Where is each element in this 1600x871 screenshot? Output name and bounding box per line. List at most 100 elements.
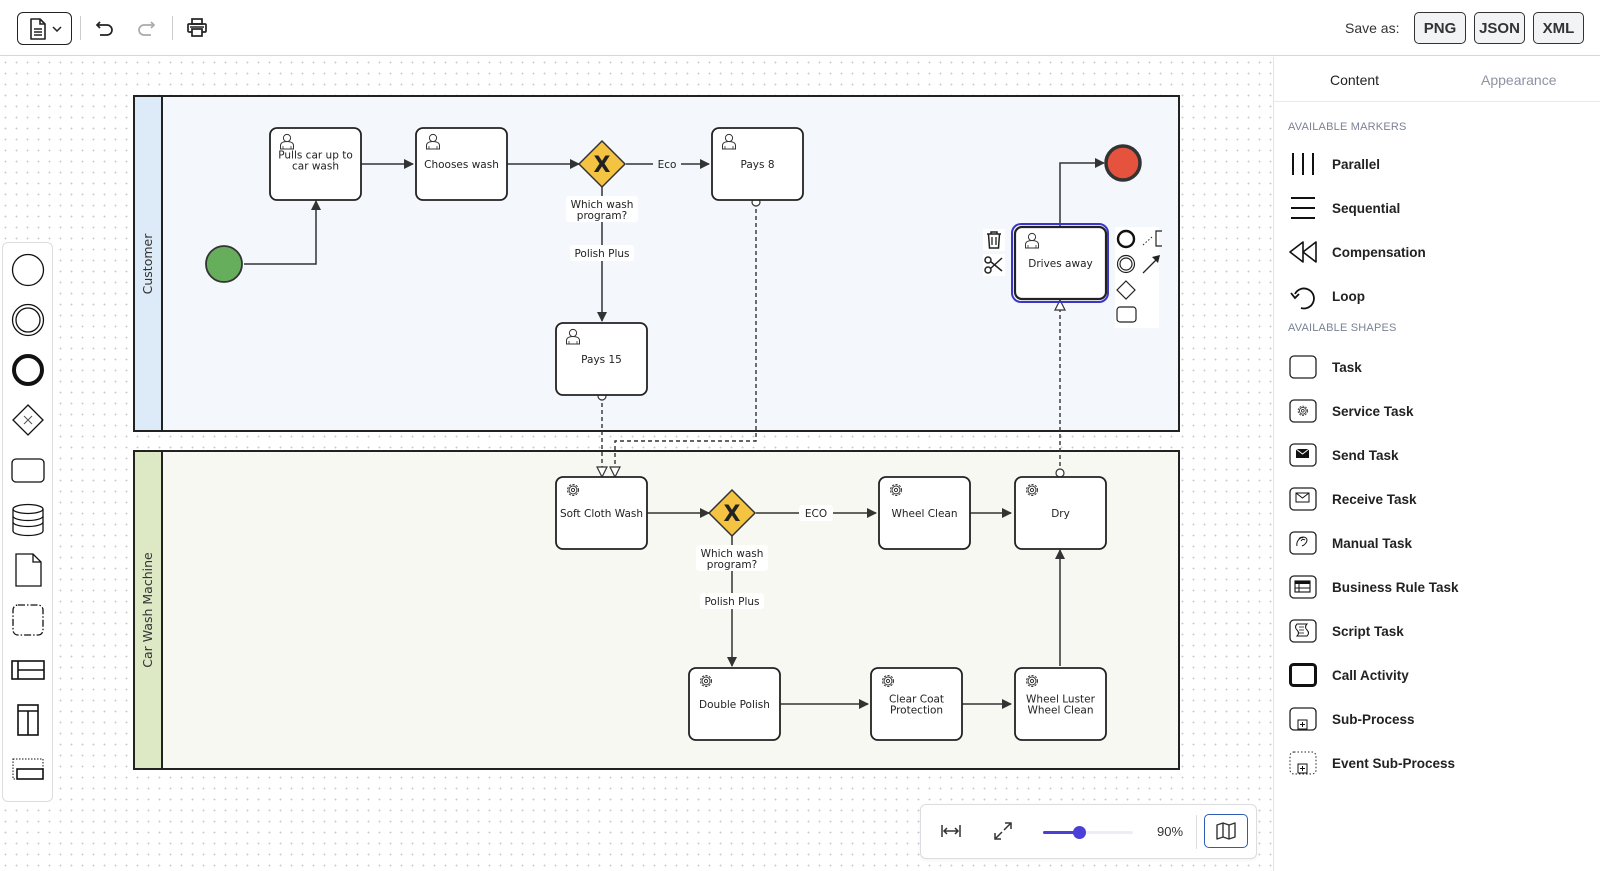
markers-section-title: AVAILABLE MARKERS [1288, 121, 1407, 133]
marker-sequential[interactable]: Sequential [1288, 193, 1400, 223]
diagram-canvas[interactable]: Customer Car Wash Machine [0, 57, 1273, 871]
append-end-event-button[interactable] [1116, 229, 1136, 249]
event-sub-process-icon [1289, 751, 1317, 775]
save-png-button[interactable]: PNG [1414, 12, 1466, 44]
gateway-label: program? [707, 559, 757, 571]
tool-lane[interactable] [9, 751, 47, 789]
undo-button[interactable] [92, 15, 118, 41]
marker-compensation[interactable]: Compensation [1288, 237, 1426, 267]
shape-label: Script Task [1332, 623, 1404, 639]
end-event[interactable] [1104, 144, 1142, 182]
task-label: Double Polish [699, 699, 770, 711]
task-wheelclean[interactable]: Wheel Clean [878, 476, 971, 550]
gateway-label: program? [577, 210, 627, 222]
tool-gateway[interactable] [9, 401, 47, 439]
shape-script-task[interactable]: Script Task [1288, 616, 1404, 646]
shape-send-task[interactable]: Send Task [1288, 440, 1399, 470]
task-doublepolish[interactable]: Double Polish [688, 667, 781, 741]
zoom-slider[interactable] [1043, 826, 1133, 839]
shape-label: Receive Task [1332, 491, 1417, 507]
task-label: Wheel Clean [891, 508, 957, 520]
tool-group[interactable] [9, 601, 47, 639]
scissors-icon [984, 256, 1003, 274]
shape-sub-process[interactable]: Sub-Process [1288, 704, 1415, 734]
task-pays8[interactable]: Pays 8 [711, 127, 804, 201]
sequence-flow[interactable] [244, 200, 321, 265]
shape-task[interactable]: Task [1288, 352, 1362, 382]
data-store-icon [12, 503, 44, 537]
zoom-slider-handle[interactable] [1073, 826, 1086, 839]
file-menu-button[interactable] [17, 12, 72, 45]
gateway-label: Which wash [571, 199, 634, 211]
cut-button[interactable] [983, 254, 1005, 276]
tool-end-event[interactable] [9, 351, 47, 389]
toolbar-divider [172, 16, 173, 40]
manual-task-icon [1289, 531, 1317, 555]
sub-process-icon [1289, 707, 1317, 731]
append-intermediate-event-button[interactable] [1116, 254, 1136, 274]
append-gateway-button[interactable] [1116, 280, 1136, 300]
tool-start-event[interactable] [9, 251, 47, 289]
exclusive-gateway[interactable]: X Which wash program? [696, 488, 768, 571]
redo-button[interactable] [133, 15, 159, 41]
shape-call-activity[interactable]: Call Activity [1288, 660, 1409, 690]
fit-width-button[interactable] [938, 820, 964, 842]
task-softcloth[interactable]: Soft Cloth Wash [555, 476, 648, 550]
task-label: Clear Coat [889, 694, 944, 706]
shape-receive-task[interactable]: Receive Task [1288, 484, 1417, 514]
marker-loop[interactable]: Loop [1288, 281, 1365, 311]
tool-data-store[interactable] [9, 501, 47, 539]
panel-tabs: Content Appearance [1274, 57, 1600, 102]
connect-button[interactable] [1142, 255, 1160, 274]
tool-intermediate-event[interactable] [9, 301, 47, 339]
shape-label: Task [1332, 359, 1362, 375]
text-annotation-button[interactable] [1142, 230, 1162, 247]
delete-button[interactable] [983, 229, 1005, 251]
task-label: Pays 15 [581, 354, 622, 366]
shape-business-rule-task[interactable]: Business Rule Task [1288, 572, 1459, 602]
fullscreen-button[interactable] [991, 819, 1015, 843]
shape-manual-task[interactable]: Manual Task [1288, 528, 1412, 558]
save-xml-button[interactable]: XML [1533, 12, 1584, 44]
task-drives[interactable]: Drives away [1013, 225, 1108, 301]
horizontal-pool-icon [11, 660, 45, 680]
append-task-button[interactable] [1116, 306, 1137, 323]
shape-event-sub-process[interactable]: Event Sub-Process [1288, 748, 1455, 778]
compensation-marker-icon [1289, 241, 1317, 263]
marker-label: Compensation [1332, 244, 1426, 260]
marker-label: Sequential [1332, 200, 1401, 216]
task-label: Drives away [1028, 258, 1092, 270]
message-flow[interactable] [615, 202, 756, 476]
tab-appearance[interactable]: Appearance [1481, 72, 1557, 88]
trash-icon [987, 231, 1001, 249]
tab-content[interactable]: Content [1330, 72, 1380, 88]
svg-text:X: X [594, 153, 611, 178]
marker-parallel[interactable]: Parallel [1288, 149, 1380, 179]
chevron-down-icon [51, 25, 62, 32]
task-dry[interactable]: Dry [1014, 476, 1107, 550]
print-button[interactable] [184, 15, 210, 41]
task-chooses[interactable]: Chooses wash [415, 127, 508, 201]
tool-vertical-pool[interactable] [9, 701, 47, 739]
flow-label-eco: ECO [805, 508, 827, 520]
task-icon [11, 458, 45, 483]
minimap-button[interactable] [1204, 814, 1248, 848]
sequential-marker-icon [1291, 197, 1315, 219]
exclusive-gateway[interactable]: X Which wash program? [566, 139, 638, 222]
tool-task[interactable] [9, 451, 47, 489]
task-pays15[interactable]: Pays 15 [555, 322, 648, 396]
svg-text:X: X [724, 502, 741, 527]
tool-horizontal-pool[interactable] [9, 651, 47, 689]
lane-car-wash-machine[interactable]: Car Wash Machine [133, 450, 1180, 770]
start-event[interactable] [205, 245, 243, 283]
save-json-button[interactable]: JSON [1474, 12, 1525, 44]
tool-data-object[interactable] [9, 551, 47, 589]
zoom-percentage: 90% [1157, 824, 1184, 839]
gateway-label: Which wash [701, 548, 764, 560]
shape-service-task[interactable]: Service Task [1288, 396, 1414, 426]
toolbar-divider [80, 16, 81, 40]
sequence-flow[interactable] [1059, 158, 1105, 227]
